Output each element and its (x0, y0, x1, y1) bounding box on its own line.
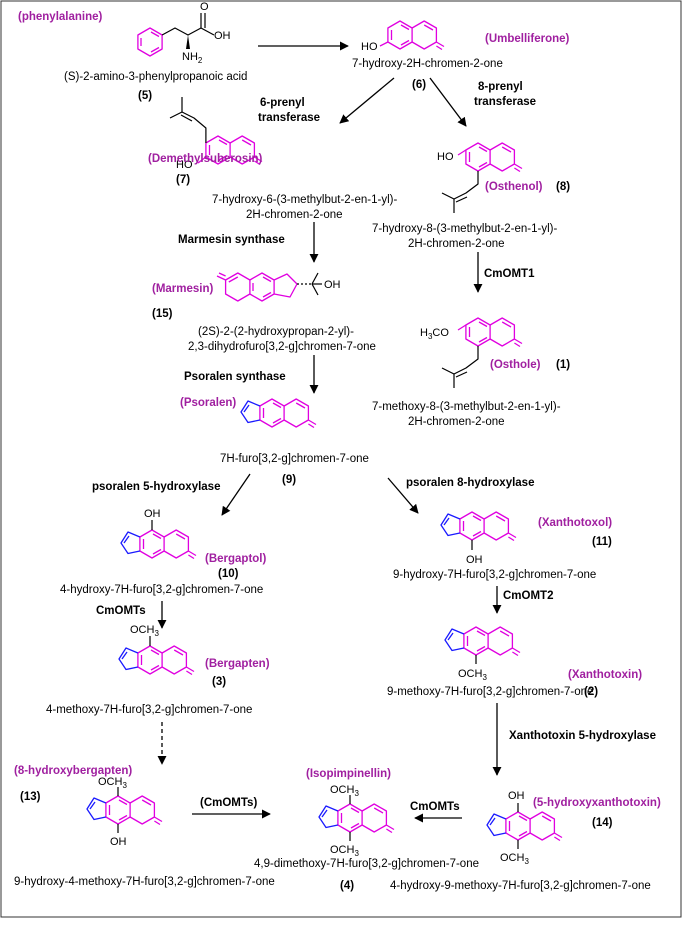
svg-text:OCH3: OCH3 (458, 668, 487, 682)
number-umbelliferone: (6) (412, 79, 426, 91)
enzyme-6-prenyl-2: transferase (258, 112, 320, 124)
number-isopimpinellin: (4) (340, 880, 354, 892)
enzyme-cmomt1: CmOMT1 (484, 268, 535, 280)
svg-text:OCH3: OCH3 (500, 852, 529, 866)
number-phenylalanine: (5) (138, 90, 152, 102)
enzyme-xanthotoxin-5-hydroxylase: Xanthotoxin 5-hydroxylase (509, 730, 656, 742)
enzyme-psoralen-8-hydroxylase: psoralen 8-hydroxylase (406, 477, 534, 489)
number-8-hydroxybergapten: (13) (20, 791, 41, 803)
structure-osthenol: HO (437, 142, 523, 213)
iupac-psoralen: 7H-furo[3,2-g]chromen-7-one (220, 453, 369, 465)
enzyme-cmomts-bergapten: CmOMTs (96, 605, 146, 617)
number-demethylsuberosin: (7) (176, 174, 190, 186)
svg-text:OCH3: OCH3 (130, 624, 159, 638)
name-isopimpinellin: (Isopimpinellin) (306, 768, 391, 780)
enzyme-psoralen-5-hydroxylase: psoralen 5-hydroxylase (92, 481, 220, 493)
number-marmesin: (15) (152, 308, 173, 320)
structure-5-hydroxyxanthotoxin: OH OCH3 (486, 790, 563, 866)
number-osthenol: (8) (556, 181, 570, 193)
structure-osthole: H3CO (420, 317, 523, 388)
enzyme-marmesin-synthase: Marmesin synthase (178, 234, 285, 246)
iupac-osthole-2: 2H-chromen-2-one (408, 416, 505, 428)
iupac-isopimpinellin: 4,9-dimethoxy-7H-furo[3,2-g]chromen-7-on… (254, 858, 479, 870)
structure-marmesin: OH (216, 272, 341, 302)
svg-text:OH: OH (508, 790, 525, 802)
name-osthenol: (Osthenol) (485, 181, 543, 193)
name-psoralen: (Psoralen) (180, 397, 236, 409)
svg-text:OCH3: OCH3 (330, 784, 359, 798)
structure-bergapten: OCH3 (118, 624, 195, 676)
structure-xanthotoxol: OH (440, 511, 517, 566)
structure-psoralen (240, 398, 317, 429)
name-bergaptol: (Bergaptol) (205, 553, 267, 565)
structure-phenylalanine: O OH NH2 (137, 1, 231, 65)
name-umbelliferone: (Umbelliferone) (485, 33, 570, 45)
iupac-5-hydroxyxanthotoxin: 4-hydroxy-9-methoxy-7H-furo[3,2-g]chrome… (390, 880, 651, 892)
number-xanthotoxin: (2) (584, 686, 598, 698)
iupac-osthole-1: 7-methoxy-8-(3-methylbut-2-en-1-yl)- (372, 401, 561, 413)
iupac-demethylsuberosin-1: 7-hydroxy-6-(3-methylbut-2-en-1-yl)- (212, 194, 397, 206)
name-5-hydroxyxanthotoxin: (5-hydroxyxanthotoxin) (533, 797, 661, 809)
name-bergapten: (Bergapten) (205, 658, 270, 670)
number-5-hydroxyxanthotoxin: (14) (592, 817, 613, 829)
iupac-8-hydroxybergapten: 9-hydroxy-4-methoxy-7H-furo[3,2-g]chrome… (14, 876, 275, 888)
svg-text:OCH3: OCH3 (98, 776, 127, 790)
arrow-umb-to-osthenol (429, 77, 467, 127)
amine-label: NH2 (182, 51, 203, 65)
iupac-xanthotoxin: 9-methoxy-7H-furo[3,2-g]chromen-7-one (387, 686, 593, 698)
iupac-marmesin-1: (2S)-2-(2-hydroxypropan-2-yl)- (198, 326, 354, 338)
structure-isopimpinellin: OCH3 OCH3 (318, 784, 395, 858)
name-phenylalanine: (phenylalanine) (18, 11, 103, 23)
structure-demethylsuberosin: HO (169, 97, 263, 171)
number-psoralen: (9) (282, 474, 296, 486)
svg-text:HO: HO (437, 151, 454, 163)
name-8-hydroxybergapten: (8-hydroxybergapten) (14, 765, 132, 777)
name-xanthotoxol: (Xanthotoxol) (538, 517, 612, 529)
enzyme-cmomts-final: CmOMTs (410, 801, 460, 813)
enzyme-psoralen-synthase: Psoralen synthase (184, 371, 286, 383)
arrow-psoralen-to-xanthotoxol (387, 477, 419, 514)
number-osthole: (1) (556, 359, 570, 371)
iupac-demethylsuberosin-2: 2H-chromen-2-one (246, 209, 343, 221)
enzyme-cmomts-parenthesized: (CmOMTs) (200, 797, 257, 809)
acid-oh-label: OH (214, 30, 231, 42)
number-xanthotoxol: (11) (592, 536, 612, 548)
svg-text:HO: HO (361, 41, 378, 53)
svg-text:OH: OH (324, 279, 341, 291)
number-bergaptol: (10) (218, 568, 239, 580)
name-marmesin: (Marmesin) (152, 283, 214, 295)
enzyme-6-prenyl-1: 6-prenyl (260, 97, 305, 109)
enzyme-8-prenyl-2: transferase (474, 96, 536, 108)
number-bergapten: (3) (212, 676, 226, 688)
svg-text:OH: OH (110, 836, 127, 848)
iupac-osthenol-1: 7-hydroxy-8-(3-methylbut-2-en-1-yl)- (372, 223, 557, 235)
arrow-psoralen-to-bergaptol (221, 473, 251, 516)
enzyme-8-prenyl-1: 8-prenyl (478, 81, 523, 93)
carbonyl-o-label: O (200, 1, 209, 13)
svg-text:HO: HO (176, 159, 193, 171)
name-xanthotoxin: (Xanthotoxin) (568, 669, 642, 681)
methoxy-label: H3CO (420, 327, 449, 341)
structure-umbelliferone: HO (361, 20, 445, 53)
svg-text:OH: OH (144, 508, 161, 520)
name-osthole: (Osthole) (490, 359, 541, 371)
iupac-marmesin-2: 2,3-dihydrofuro[3,2-g]chromen-7-one (188, 341, 376, 353)
iupac-phenylalanine: (S)-2-amino-3-phenylpropanoic acid (64, 71, 247, 83)
iupac-bergapten: 4-methoxy-7H-furo[3,2-g]chromen-7-one (46, 704, 252, 716)
name-demethylsuberosin: (Demethylsuberosin) (148, 153, 263, 165)
structure-xanthotoxin: OCH3 (444, 626, 521, 682)
iupac-osthenol-2: 2H-chromen-2-one (408, 238, 505, 250)
structure-8-hydroxybergapten: OCH3 OH (86, 776, 163, 848)
svg-text:OH: OH (466, 554, 483, 566)
iupac-bergaptol: 4-hydroxy-7H-furo[3,2-g]chromen-7-one (60, 584, 263, 596)
iupac-xanthotoxol: 9-hydroxy-7H-furo[3,2-g]chromen-7-one (393, 569, 596, 581)
iupac-umbelliferone: 7-hydroxy-2H-chromen-2-one (352, 58, 503, 70)
svg-text:OCH3: OCH3 (330, 844, 359, 858)
enzyme-cmomt2: CmOMT2 (503, 590, 553, 602)
arrow-umb-to-dms (339, 77, 395, 124)
structure-bergaptol: OH (120, 508, 197, 560)
